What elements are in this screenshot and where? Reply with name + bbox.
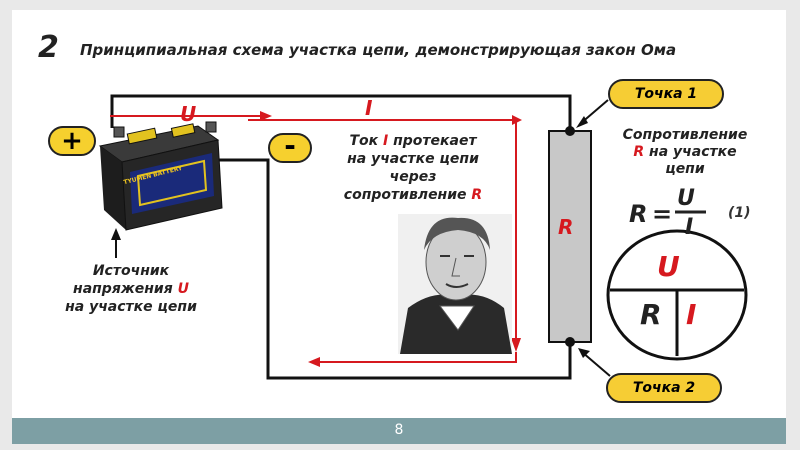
resistor: [548, 130, 592, 343]
point-2-label: Точка 2: [606, 373, 722, 403]
formula-equals: =: [652, 200, 673, 228]
footer-bar: 8: [12, 418, 786, 444]
current-label: I: [365, 96, 373, 120]
triangle-bottom-right: I: [686, 298, 697, 331]
battery-image: [98, 121, 223, 231]
triangle-bottom-left: R: [640, 298, 662, 331]
current-arrow-bottom: [318, 352, 517, 363]
resistor-label: R: [558, 215, 574, 239]
minus-terminal-label: -: [268, 132, 312, 163]
voltage-label: U: [180, 102, 197, 126]
formula-number: (1): [728, 205, 751, 221]
slide-number: 2: [38, 30, 59, 65]
plus-terminal-label: +: [48, 126, 96, 156]
source-description: Источник напряжения U на участке цепи: [65, 263, 197, 315]
node-point-2: [565, 337, 575, 347]
ohm-portrait: [398, 214, 512, 354]
formula-lhs: R: [629, 200, 648, 228]
formula-numerator: U: [677, 186, 695, 211]
resistance-description: Сопротивление R на участке цепи: [622, 127, 748, 177]
page-number: 8: [394, 422, 404, 438]
wire-bottom: [208, 158, 572, 380]
triangle-top: U: [657, 250, 680, 283]
slide-title: Принципиальная схема участка цепи, демон…: [80, 41, 677, 59]
formula-denominator: I: [685, 215, 694, 240]
node-point-1: [565, 126, 575, 136]
wire-top: [110, 94, 572, 131]
current-description: Ток I протекает на участке цепи через со…: [343, 133, 483, 203]
point-1-label: Точка 1: [608, 79, 724, 109]
